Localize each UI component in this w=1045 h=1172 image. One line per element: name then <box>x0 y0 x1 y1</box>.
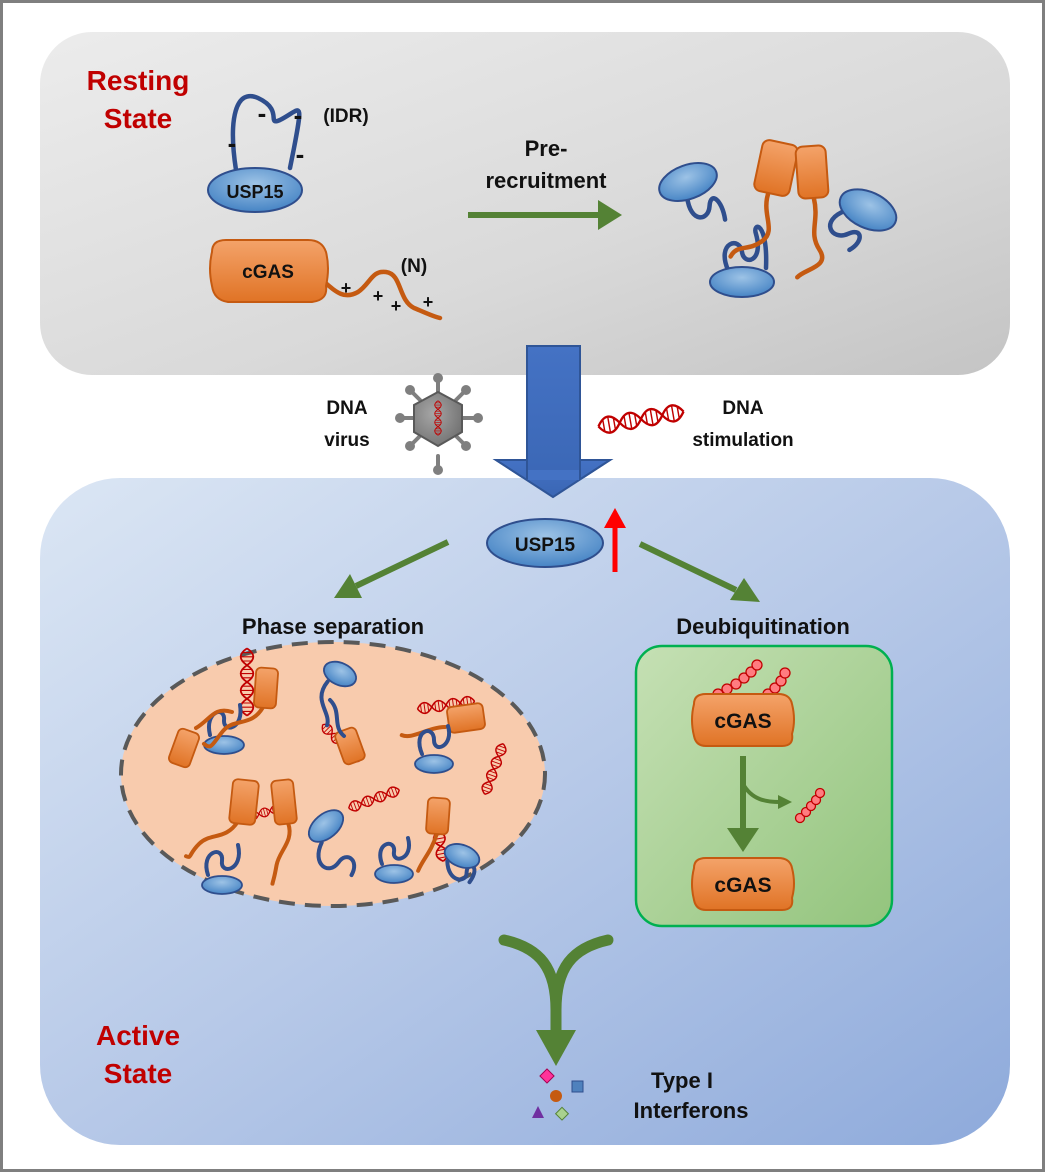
arrow-head <box>598 200 622 230</box>
minus-sign-4: - <box>296 139 305 169</box>
convergence-arrow <box>498 934 614 1066</box>
pre-recruitment-line2: recruitment <box>485 168 607 193</box>
phase-separation-condensate <box>119 640 547 908</box>
active-title-line2: State <box>104 1058 172 1089</box>
pre-recruitment-arrow: Pre- recruitment <box>468 136 622 230</box>
deubiq-arrow-head <box>727 828 759 852</box>
usp15-active-label: USP15 <box>515 535 576 556</box>
release-arrow-head <box>778 795 792 809</box>
dna-virus-icon <box>395 373 483 475</box>
resting-title-line2: State <box>104 103 172 134</box>
idr-label: (IDR) <box>323 106 368 127</box>
dna-virus-line2: virus <box>324 430 369 451</box>
cgas-ubiquitinated-block <box>691 693 795 747</box>
cgas-top-label: cGAS <box>714 710 771 733</box>
minus-sign-1: - <box>258 98 267 128</box>
active-state-panel: Active State USP15 Phase separation Deub… <box>40 459 1010 1145</box>
cgas-free-block <box>691 857 795 911</box>
ifn-line1: Type I <box>651 1068 713 1093</box>
n-terminal-label: (N) <box>401 256 427 277</box>
plus-sign-1: + <box>341 278 352 298</box>
cgas-n-tail <box>319 269 443 321</box>
transition-region: DNA virus DNA stimulation <box>324 345 794 499</box>
released-ubiquitin-chain <box>794 787 826 824</box>
minus-sign-2: - <box>294 100 303 130</box>
deubiquitination-box: cGAS cGAS <box>634 644 894 928</box>
usp15-label: USP15 <box>226 182 283 202</box>
arrow-to-phase-separation <box>334 539 450 598</box>
upregulation-arrow-icon <box>604 508 626 572</box>
pre-recruitment-line1: Pre- <box>525 136 568 161</box>
cgas-block <box>209 239 329 303</box>
usp15-idr-loop <box>230 94 302 173</box>
usp15-oval <box>207 167 303 213</box>
resting-title-line1: Resting <box>87 65 190 96</box>
ifn-line2: Interferons <box>634 1098 749 1123</box>
plus-sign-2: + <box>373 286 384 306</box>
arrow-to-deubiquitination <box>638 541 760 602</box>
plus-sign-4: + <box>423 292 434 312</box>
interferon-molecules-icon <box>532 1068 584 1121</box>
cgas-label: cGAS <box>242 262 294 283</box>
main-arrow-joint <box>528 470 579 480</box>
usp15-active-oval <box>486 518 604 568</box>
plus-sign-3: + <box>391 296 402 316</box>
dna-stimulation-line1: DNA <box>722 398 763 419</box>
usp15-idr-protein: USP15 - - - - (IDR) <box>207 94 369 213</box>
cgas-bottom-label: cGAS <box>714 874 771 897</box>
minus-sign-3: - <box>228 128 237 158</box>
resting-state-panel: Resting State USP15 - - - - (IDR) cGAS +… <box>40 32 1010 375</box>
pre-recruited-complex <box>658 139 898 298</box>
release-arrow <box>741 782 781 804</box>
active-title-line1: Active <box>96 1020 180 1051</box>
phase-separation-label: Phase separation <box>242 614 424 639</box>
cgas-n-terminal-protein: cGAS + + + + (N) <box>209 239 443 321</box>
dna-stimulation-line2: stimulation <box>692 430 793 451</box>
dna-virus-line1: DNA <box>326 398 367 419</box>
deubiquitination-label: Deubiquitination <box>676 614 850 639</box>
